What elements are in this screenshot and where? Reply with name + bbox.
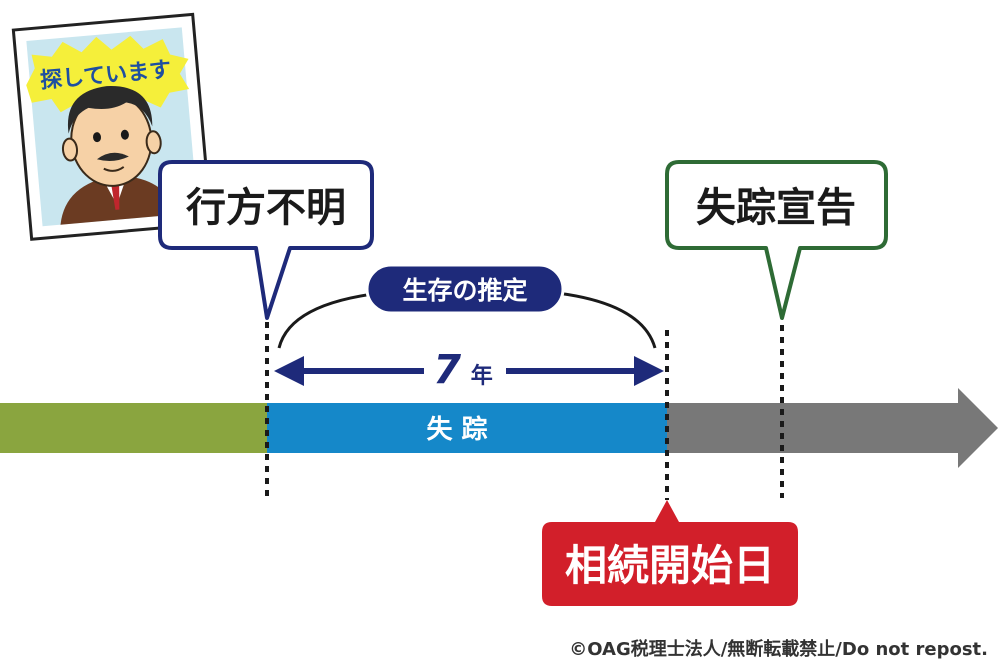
copyright-footer: ©OAG税理士法人/無断転載禁止/Do not repost.: [569, 638, 988, 660]
presumption-pill: 生存の推定: [365, 263, 565, 315]
seven-year-label: 7 年: [433, 347, 492, 393]
declaration-callout-label: 失踪宣告: [696, 185, 856, 231]
seven-year-number: 7: [433, 347, 461, 393]
timeline-before-bar: [0, 403, 267, 453]
missing-callout: 行方不明: [158, 160, 374, 320]
inheritance-callout-label: 相続開始日: [565, 541, 775, 590]
inheritance-callout: 相続開始日: [542, 500, 798, 606]
declaration-callout: 失踪宣告: [665, 160, 888, 320]
timeline-after-bar: [667, 403, 960, 453]
missing-callout-label: 行方不明: [186, 185, 346, 231]
timeline-arrowhead: [958, 388, 998, 468]
poster-banner-burst: [26, 35, 190, 114]
timeline-missing-label: 失 踪: [426, 414, 487, 445]
seven-year-arrow: [274, 356, 664, 386]
timeline: 失 踪: [0, 388, 998, 468]
seven-year-unit: 年: [471, 363, 493, 389]
missing-person-poster-icon: 探しています: [11, 12, 213, 241]
presumption-label: 生存の推定: [402, 276, 527, 305]
timeline-missing-bar: [267, 403, 667, 453]
